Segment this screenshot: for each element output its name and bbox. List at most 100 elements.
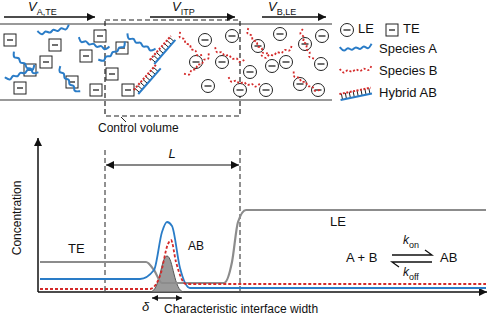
reverse-harpoon bbox=[392, 262, 432, 267]
le-circle bbox=[234, 84, 247, 97]
te-square bbox=[40, 56, 52, 68]
le-circle bbox=[280, 56, 293, 69]
hybrid-sample bbox=[339, 88, 372, 100]
dimension-label: L bbox=[168, 147, 175, 162]
species-a-strand bbox=[59, 66, 80, 91]
minus-sign bbox=[319, 35, 326, 36]
te-square bbox=[106, 68, 118, 80]
species-a-sample bbox=[340, 44, 372, 51]
le-ion bbox=[316, 30, 329, 43]
legend-text: TE bbox=[403, 22, 420, 37]
hybrid-ab bbox=[150, 36, 176, 64]
minus-sign bbox=[277, 33, 284, 34]
legend-text: LE bbox=[358, 22, 374, 37]
te-sample bbox=[386, 24, 398, 36]
dimension-label: δ bbox=[142, 300, 149, 315]
le-ion bbox=[315, 58, 328, 71]
minus-sign bbox=[43, 61, 49, 62]
minus-sign bbox=[97, 35, 103, 36]
te-square bbox=[14, 82, 26, 94]
le-circle bbox=[244, 66, 257, 79]
zone-label: LE bbox=[330, 215, 346, 230]
le-circle bbox=[316, 30, 329, 43]
channel-wall bbox=[0, 23, 332, 25]
rate-constant: k bbox=[403, 266, 409, 280]
rate-constant: k bbox=[403, 234, 409, 248]
length-bracket bbox=[106, 164, 239, 165]
le-ion bbox=[202, 80, 215, 93]
te-ion bbox=[94, 30, 106, 42]
le-sample bbox=[341, 24, 354, 37]
concentration-profiles bbox=[40, 210, 486, 289]
legend-text: Species B bbox=[379, 64, 438, 79]
species-b-strand bbox=[247, 28, 268, 53]
te-ion bbox=[14, 82, 26, 94]
zone-label: TE bbox=[68, 242, 85, 257]
species-a-profile bbox=[40, 222, 486, 288]
minus-sign bbox=[229, 35, 236, 36]
minus-sign bbox=[52, 44, 58, 45]
legend-text: Species A bbox=[379, 42, 437, 57]
te-ion bbox=[4, 34, 16, 46]
minus-sign bbox=[219, 61, 226, 62]
legend-text: Hybrid AB bbox=[379, 86, 437, 101]
le-ion bbox=[266, 60, 279, 73]
minus-sign bbox=[269, 65, 276, 66]
le-circle bbox=[274, 28, 287, 41]
reactants: A + B bbox=[346, 251, 377, 266]
te-square bbox=[122, 84, 134, 96]
le-circle bbox=[341, 24, 354, 37]
peak-label: AB bbox=[188, 240, 204, 254]
minus-sign bbox=[17, 87, 23, 88]
minus-sign bbox=[247, 71, 254, 72]
velocity-subscript: B,LE bbox=[277, 7, 297, 17]
species-b-strand bbox=[294, 72, 320, 91]
species-a-strand bbox=[127, 33, 155, 50]
le-ion bbox=[260, 84, 273, 97]
le-ion bbox=[244, 66, 257, 79]
minus-sign bbox=[109, 73, 115, 74]
te-square bbox=[80, 50, 92, 62]
strand-a bbox=[341, 94, 372, 100]
te-square bbox=[386, 24, 398, 36]
te-ion bbox=[40, 56, 52, 68]
velocity-subscript: ITP bbox=[181, 7, 195, 17]
le-ion bbox=[274, 28, 287, 41]
strand-b bbox=[339, 88, 370, 94]
velocity-symbol: V bbox=[268, 0, 277, 15]
species-a-strand bbox=[5, 65, 34, 80]
te-square bbox=[4, 34, 16, 46]
dimension-caption: Characteristic interface width bbox=[164, 303, 318, 317]
te-square bbox=[94, 30, 106, 42]
minus-sign bbox=[125, 89, 131, 90]
le-ion bbox=[234, 84, 247, 97]
species-a-strand bbox=[98, 41, 124, 60]
species-b-strand bbox=[261, 46, 292, 58]
species-a-strand bbox=[37, 25, 68, 35]
species-b-strand bbox=[180, 32, 203, 55]
le-ion bbox=[280, 56, 293, 69]
minus-sign bbox=[193, 61, 200, 62]
te-ion bbox=[122, 84, 134, 96]
species-b-strand bbox=[300, 29, 314, 59]
minus-sign bbox=[297, 83, 304, 84]
rate-subscript: off bbox=[409, 272, 419, 282]
species-b-sample bbox=[340, 66, 372, 73]
le-circle bbox=[315, 58, 328, 71]
te-square bbox=[90, 84, 102, 96]
te-ion bbox=[106, 68, 118, 80]
te-ion bbox=[90, 84, 102, 96]
forward-harpoon bbox=[392, 250, 432, 255]
channel-contents bbox=[4, 25, 329, 97]
minus-sign bbox=[318, 63, 325, 64]
product: AB bbox=[440, 251, 457, 266]
le-circle bbox=[266, 60, 279, 73]
species-b-profile bbox=[40, 240, 486, 289]
minus-sign bbox=[344, 29, 351, 30]
strand-b bbox=[150, 36, 171, 60]
minus-sign bbox=[7, 39, 13, 40]
bracket-guide bbox=[240, 150, 241, 292]
minus-sign bbox=[83, 55, 89, 56]
species-b-strand bbox=[215, 47, 244, 62]
